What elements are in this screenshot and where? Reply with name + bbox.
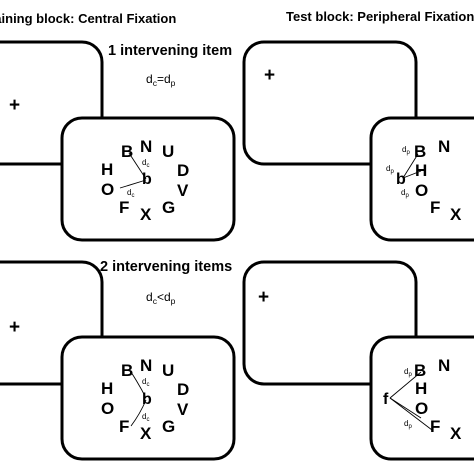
letter-f: F bbox=[430, 417, 440, 436]
letter-x: X bbox=[140, 424, 152, 443]
stimulus-screen bbox=[60, 116, 236, 242]
letter-v: V bbox=[177, 181, 189, 200]
letter-f: F bbox=[119, 198, 129, 217]
fixation-cross: + bbox=[264, 65, 275, 86]
target-letter: b bbox=[396, 171, 406, 188]
distance-label-dp: dp bbox=[404, 367, 412, 378]
distance-line bbox=[389, 397, 422, 419]
letter-u: U bbox=[162, 361, 174, 380]
letter-x: X bbox=[140, 205, 152, 224]
letter-h: H bbox=[101, 160, 113, 179]
letter-n: N bbox=[140, 137, 152, 156]
letter-n: N bbox=[438, 356, 450, 375]
distance-line bbox=[402, 153, 419, 179]
letter-n: N bbox=[438, 137, 450, 156]
distance-line bbox=[130, 399, 147, 427]
distance-label-dc: dc bbox=[142, 158, 149, 169]
fixation-cross: + bbox=[9, 95, 20, 116]
letter-n: N bbox=[140, 356, 152, 375]
target-letter: f bbox=[383, 391, 389, 408]
letter-v: V bbox=[177, 400, 189, 419]
condition-label-two-items: 2 intervening items bbox=[100, 259, 232, 275]
letter-u: U bbox=[162, 142, 174, 161]
letter-h: H bbox=[101, 379, 113, 398]
stimulus-screen bbox=[369, 116, 474, 242]
target-letter: b bbox=[142, 171, 152, 188]
letter-x: X bbox=[450, 424, 462, 443]
distance-label-dc: dc bbox=[127, 188, 134, 199]
distance-label-dp: dp bbox=[386, 164, 394, 175]
distance-line bbox=[130, 371, 147, 399]
panel-training-one-item: + N B U H D O V F G X b dc dc bbox=[0, 40, 236, 242]
letter-o: O bbox=[415, 399, 428, 418]
panel-training-two-items: + N B U H D O V F G X b dc dc bbox=[0, 260, 236, 461]
distance-label-dc: dc bbox=[142, 412, 149, 423]
letter-h: H bbox=[415, 161, 427, 180]
letter-d: D bbox=[177, 380, 189, 399]
test-block-header: Test block: Peripheral Fixation bbox=[286, 9, 474, 24]
panel-test-two-items: + B N H O F X f dp dp bbox=[242, 260, 474, 461]
distance-line bbox=[389, 397, 433, 431]
letter-f: F bbox=[119, 417, 129, 436]
distance-line bbox=[119, 179, 147, 189]
letter-b: B bbox=[121, 361, 133, 380]
distance-label-dc: dc bbox=[142, 377, 149, 388]
stimulus-screen bbox=[60, 335, 236, 461]
training-block-header: Training block: Central Fixation bbox=[0, 11, 176, 26]
letter-g: G bbox=[162, 198, 175, 217]
letter-g: G bbox=[162, 417, 175, 436]
distance-line bbox=[389, 371, 422, 399]
letter-d: D bbox=[177, 161, 189, 180]
letter-o: O bbox=[101, 399, 114, 418]
distance-label-dp: dp bbox=[402, 145, 410, 156]
distance-label-dp: dp bbox=[404, 419, 412, 430]
letter-f: F bbox=[430, 198, 440, 217]
letter-x: X bbox=[450, 205, 462, 224]
relation-equal: dc=dp bbox=[146, 72, 176, 88]
distance-label-dp: dp bbox=[401, 188, 409, 199]
relation-less-than: dc<dp bbox=[146, 290, 176, 306]
letter-o: O bbox=[101, 180, 114, 199]
letter-b: B bbox=[414, 361, 426, 380]
fixation-cross: + bbox=[258, 287, 269, 308]
letter-b: B bbox=[121, 142, 133, 161]
condition-label-one-item: 1 intervening item bbox=[108, 43, 232, 59]
stimulus-screen bbox=[369, 335, 474, 461]
distance-line bbox=[402, 170, 422, 179]
fixation-cross: + bbox=[9, 317, 20, 338]
letter-h: H bbox=[415, 379, 427, 398]
target-letter: b bbox=[142, 391, 152, 408]
letter-o: O bbox=[415, 181, 428, 200]
panel-test-one-item: + B N H O F X b dp dp dp bbox=[242, 40, 474, 242]
distance-line bbox=[128, 152, 147, 180]
